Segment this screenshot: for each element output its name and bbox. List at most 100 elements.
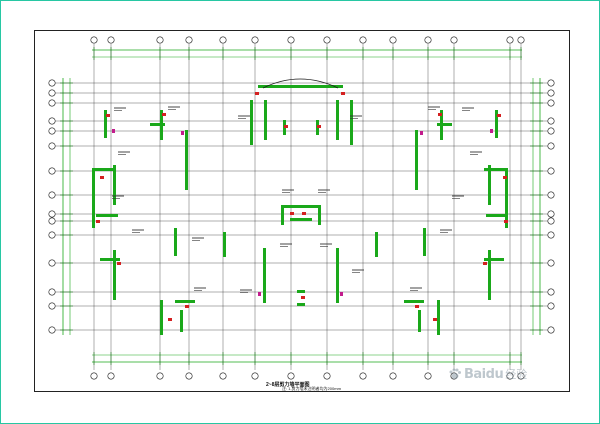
vertical-axis-bubble-top bbox=[424, 36, 432, 44]
wall-annotation-mark bbox=[106, 114, 110, 117]
wall-annotation-mark bbox=[483, 262, 487, 265]
horizontal-axis-bubble-right bbox=[547, 288, 555, 296]
vertical-axis-bubble-top bbox=[287, 36, 295, 44]
horizontal-axis-bubble-right bbox=[547, 231, 555, 239]
wall-annotation-mark bbox=[504, 220, 508, 223]
wall-annotation-mark bbox=[117, 262, 121, 265]
shear-wall bbox=[92, 168, 116, 171]
vertical-axis-bubble-top bbox=[251, 36, 259, 44]
wall-annotation-mark bbox=[497, 114, 501, 117]
shear-wall bbox=[180, 310, 183, 332]
shear-wall bbox=[160, 300, 163, 335]
shear-wall bbox=[100, 258, 120, 261]
shear-wall bbox=[297, 290, 305, 293]
wall-annotation-mark bbox=[255, 92, 259, 95]
vertical-axis-bubble-top bbox=[219, 36, 227, 44]
horizontal-axis-bubble-right bbox=[547, 191, 555, 199]
vertical-axis-bubble-top bbox=[359, 36, 367, 44]
shear-wall bbox=[150, 123, 165, 126]
horizontal-axis-bubble-left bbox=[48, 89, 56, 97]
horizontal-axis-bubble-right bbox=[547, 79, 555, 87]
wall-annotation-mark-magenta bbox=[420, 131, 423, 135]
shear-wall bbox=[258, 85, 343, 88]
horizontal-axis-bubble-right bbox=[547, 326, 555, 334]
wall-annotation-mark bbox=[301, 296, 305, 299]
shear-wall bbox=[223, 232, 226, 257]
shear-wall bbox=[92, 168, 95, 228]
vertical-axis-bubble-bottom bbox=[506, 372, 514, 380]
watermark-brand: Baidu bbox=[464, 366, 504, 382]
wall-annotation-mark bbox=[302, 212, 306, 215]
shear-wall bbox=[104, 110, 107, 138]
wall-annotation-mark bbox=[96, 220, 100, 223]
plan-title: 2~8层剪力墙平面图 bbox=[266, 382, 310, 388]
shear-wall bbox=[113, 250, 116, 300]
shear-wall bbox=[486, 214, 508, 217]
vertical-axis-bubble-top bbox=[323, 36, 331, 44]
shear-wall bbox=[263, 248, 266, 303]
wall-annotation-mark bbox=[290, 212, 294, 215]
horizontal-axis-bubble-left bbox=[48, 167, 56, 175]
shear-wall bbox=[437, 300, 440, 335]
wall-annotation-mark bbox=[317, 125, 321, 128]
horizontal-axis-bubble-right bbox=[547, 259, 555, 267]
vertical-axis-bubble-bottom bbox=[185, 372, 193, 380]
horizontal-axis-bubble-right bbox=[547, 167, 555, 175]
shear-wall bbox=[250, 100, 253, 145]
vertical-axis-bubble-top bbox=[156, 36, 164, 44]
shear-wall bbox=[437, 123, 452, 126]
horizontal-axis-bubble-right bbox=[547, 302, 555, 310]
shear-wall bbox=[281, 205, 321, 208]
shear-wall bbox=[505, 168, 508, 228]
shear-wall bbox=[375, 232, 378, 257]
vertical-axis-bubble-bottom bbox=[107, 372, 115, 380]
horizontal-axis-bubble-left bbox=[48, 99, 56, 107]
wall-annotation-mark bbox=[100, 176, 104, 179]
horizontal-axis-bubble-left bbox=[48, 191, 56, 199]
horizontal-axis-bubble-left bbox=[48, 127, 56, 135]
horizontal-axis-bubble-right bbox=[547, 142, 555, 150]
horizontal-axis-bubble-left bbox=[48, 210, 56, 218]
shear-wall bbox=[484, 168, 508, 171]
horizontal-axis-bubble-right bbox=[547, 217, 555, 225]
shear-wall bbox=[297, 303, 305, 306]
vertical-axis-bubble-bottom bbox=[517, 372, 525, 380]
wall-annotation-mark bbox=[341, 92, 345, 95]
vertical-axis-bubble-bottom bbox=[287, 372, 295, 380]
vertical-axis-bubble-bottom bbox=[251, 372, 259, 380]
horizontal-axis-bubble-left bbox=[48, 288, 56, 296]
vertical-axis-bubble-bottom bbox=[219, 372, 227, 380]
horizontal-axis-bubble-left bbox=[48, 326, 56, 334]
wall-annotation-mark bbox=[284, 125, 288, 128]
horizontal-axis-bubble-left bbox=[48, 142, 56, 150]
shear-wall bbox=[336, 100, 339, 140]
baidu-jingyan-watermark: Baidu 经验 bbox=[448, 366, 527, 382]
vertical-axis-bubble-top bbox=[517, 36, 525, 44]
vertical-axis-bubble-bottom bbox=[424, 372, 432, 380]
shear-wall bbox=[185, 130, 188, 190]
vertical-axis-bubble-top bbox=[90, 36, 98, 44]
vertical-axis-bubble-top bbox=[185, 36, 193, 44]
shear-wall bbox=[336, 248, 339, 303]
horizontal-axis-bubble-right bbox=[547, 117, 555, 125]
vertical-axis-bubble-top bbox=[107, 36, 115, 44]
shear-wall bbox=[175, 300, 195, 303]
shear-wall bbox=[484, 258, 504, 261]
watermark-sub: 经验 bbox=[505, 368, 528, 381]
wall-annotation-mark bbox=[168, 318, 172, 321]
wall-annotation-mark-magenta bbox=[340, 292, 343, 296]
wall-annotation-mark bbox=[433, 318, 437, 321]
horizontal-axis-bubble-left bbox=[48, 117, 56, 125]
vertical-axis-bubble-bottom bbox=[389, 372, 397, 380]
horizontal-axis-bubble-left bbox=[48, 231, 56, 239]
vertical-axis-bubble-bottom bbox=[156, 372, 164, 380]
horizontal-axis-bubble-right bbox=[547, 89, 555, 97]
shear-wall bbox=[495, 110, 498, 138]
vertical-axis-bubble-top bbox=[450, 36, 458, 44]
shear-wall bbox=[96, 214, 118, 217]
shear-wall bbox=[318, 205, 321, 225]
shear-wall bbox=[418, 310, 421, 332]
horizontal-axis-bubble-left bbox=[48, 259, 56, 267]
shear-wall bbox=[423, 228, 426, 256]
